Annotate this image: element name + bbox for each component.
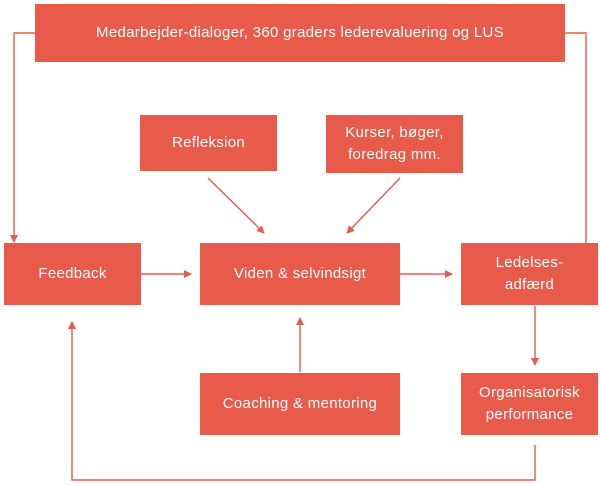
node-ledelse-label: Ledelses- adfærd	[495, 254, 564, 293]
node-ledelse: Ledelses- adfærd	[461, 243, 598, 305]
node-feedback: Feedback	[4, 243, 141, 305]
arrow-kurser-to-viden	[346, 177, 401, 234]
node-viden-label: Viden & selvindsigt	[233, 265, 367, 283]
arrow-organisatorisk-to-feedback	[68, 321, 536, 481]
node-kurser: Kurser, bøger, foredrag mm.	[326, 115, 463, 173]
node-organisatorisk: Organisatorisk performance	[461, 373, 598, 435]
node-refleksion: Refleksion	[140, 115, 277, 171]
node-viden: Viden & selvindsigt	[200, 243, 400, 305]
node-feedback-label: Feedback	[38, 265, 107, 283]
node-organisatorisk-label: Organisatorisk performance	[479, 384, 580, 423]
node-refleksion-label: Refleksion	[171, 134, 246, 152]
node-coaching: Coaching & mentoring	[200, 373, 400, 435]
node-coaching-label: Coaching & mentoring	[222, 395, 378, 413]
arrow-refleksion-to-viden	[207, 177, 265, 234]
node-kurser-label: Kurser, bøger, foredrag mm.	[345, 124, 444, 163]
node-top-dialoger: Medarbejder-dialoger, 360 graders ledere…	[35, 4, 565, 62]
arrow-top-to-feedback	[10, 32, 35, 243]
node-top-dialoger-label: Medarbejder-dialoger, 360 graders ledere…	[96, 24, 504, 42]
line-top-to-ledelse	[565, 32, 587, 246]
